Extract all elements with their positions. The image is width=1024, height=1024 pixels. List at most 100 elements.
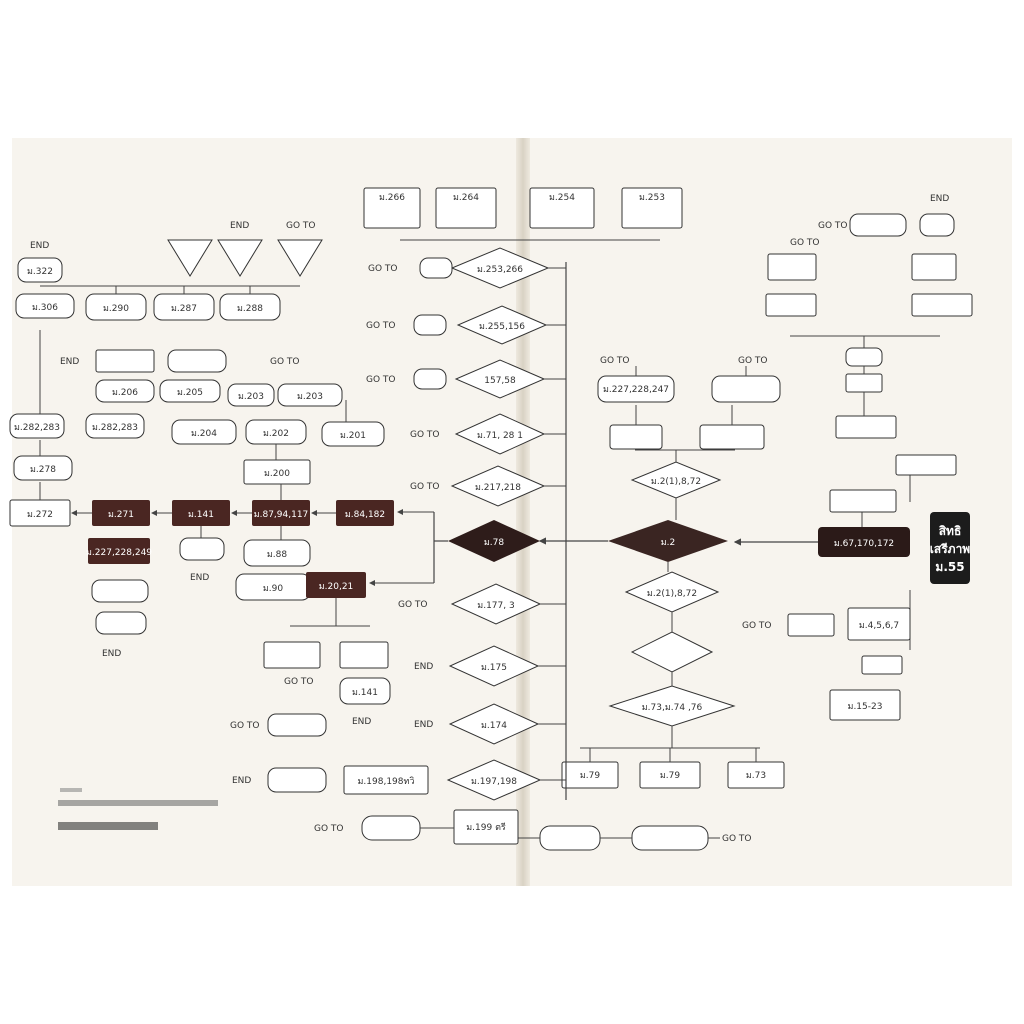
svg-text:GO TO: GO TO	[410, 482, 440, 492]
box-r-u	[787, 613, 835, 637]
triangle-1	[167, 239, 213, 277]
box-r-o	[911, 293, 973, 317]
diamond-d6: ม.78	[448, 520, 540, 562]
svg-text:GO TO: GO TO	[722, 834, 752, 844]
svg-text:END: END	[102, 649, 121, 659]
box-l-a	[95, 349, 155, 373]
box-l17: ม.204	[171, 419, 237, 445]
box-l-d	[339, 641, 389, 669]
svg-text:ม.174: ม.174	[481, 721, 507, 731]
svg-text:END: END	[352, 717, 371, 727]
svg-text:ม.198,198ทวิ: ม.198,198ทวิ	[358, 776, 415, 787]
svg-text:ม.15-23: ม.15-23	[848, 702, 883, 712]
box-l21: ม.90	[235, 573, 311, 601]
diamond-d4: ม.71, 28 1	[454, 413, 546, 455]
main-box-r1: ม.67,170,172	[818, 527, 910, 557]
svg-text:GO TO: GO TO	[738, 356, 768, 366]
dark-box-l22: ม.20,21	[306, 572, 366, 598]
diamond-d3: 157,58	[454, 359, 546, 399]
box-r-j	[829, 489, 897, 513]
diamond-d1: ม.253,266	[450, 247, 550, 289]
svg-text:GO TO: GO TO	[600, 356, 630, 366]
svg-text:GO TO: GO TO	[410, 430, 440, 440]
svg-text:ม.203: ม.203	[238, 392, 264, 402]
box-l6b	[85, 413, 145, 439]
diamond-r2: ม.2	[608, 520, 728, 562]
svg-text:ม.271: ม.271	[108, 510, 134, 520]
svg-text:GO TO: GO TO	[286, 221, 316, 231]
svg-text:GO TO: GO TO	[270, 357, 300, 367]
caption-line-3	[60, 788, 82, 792]
dark-box-l11: ม.87,94,117	[252, 500, 310, 526]
svg-text:ม.217,218: ม.217,218	[475, 483, 521, 493]
top-box-2	[435, 187, 497, 229]
svg-text:ม.227,228,249: ม.227,228,249	[86, 548, 152, 558]
box-r-l	[845, 373, 883, 393]
diamond-r3: ม.2(1),8,72	[630, 461, 722, 499]
box-l18: ม.205	[159, 379, 221, 403]
box-l16: ม.203	[227, 383, 275, 407]
svg-text:ม.264: ม.264	[453, 193, 479, 203]
svg-text:END: END	[230, 221, 249, 231]
svg-text:END: END	[30, 241, 49, 251]
top-box-4	[621, 187, 683, 229]
dark-box-l12: ม.84,182	[336, 500, 394, 526]
svg-text:END: END	[232, 776, 251, 786]
svg-text:GO TO: GO TO	[284, 677, 314, 687]
box-r-n	[765, 293, 817, 317]
svg-text:ม.288: ม.288	[237, 304, 263, 314]
dark-box-l10: ม.141	[172, 500, 230, 526]
svg-text:ม.141: ม.141	[352, 688, 378, 698]
box-r-m	[845, 347, 883, 367]
box-r-r	[849, 213, 907, 237]
top-box-3	[529, 187, 595, 229]
box-r-t	[861, 655, 903, 675]
svg-text:ม.177, 3: ม.177, 3	[477, 601, 514, 611]
box-l-i	[267, 713, 327, 737]
svg-text:ม.20,21: ม.20,21	[319, 582, 354, 592]
svg-text:END: END	[414, 720, 433, 730]
svg-text:ม.206: ม.206	[112, 388, 138, 398]
svg-text:ม.90: ม.90	[263, 584, 284, 594]
svg-text:ม.254: ม.254	[549, 193, 575, 203]
svg-text:ม.73,ม.74 ,76: ม.73,ม.74 ,76	[642, 703, 703, 713]
svg-text:ม.87,94,117: ม.87,94,117	[254, 510, 309, 520]
dark-box-l9: ม.271	[92, 500, 150, 526]
svg-text:ม.322: ม.322	[27, 267, 53, 277]
box-l14: ม.202	[245, 419, 307, 445]
svg-text:GO TO: GO TO	[818, 221, 848, 231]
svg-text:END: END	[190, 573, 209, 583]
svg-text:GO TO: GO TO	[230, 721, 260, 731]
box-r-q	[911, 253, 957, 281]
svg-text:GO TO: GO TO	[790, 238, 820, 248]
box-l3: ม.287	[153, 293, 215, 321]
box-r-a	[609, 424, 663, 450]
svg-text:ม.73: ม.73	[746, 771, 766, 781]
caption-line-1	[58, 800, 218, 806]
svg-text:ม.199 ตรี: ม.199 ตรี	[466, 822, 506, 833]
svg-text:GO TO: GO TO	[398, 600, 428, 610]
box-r-d	[711, 375, 781, 403]
svg-text:END: END	[414, 662, 433, 672]
svg-text:ม.141: ม.141	[188, 510, 214, 520]
box-r-k	[835, 415, 897, 439]
box-l25: ม.198,198ทวิ	[343, 765, 429, 795]
svg-text:GO TO: GO TO	[742, 621, 772, 631]
svg-text:ม.204: ม.204	[191, 429, 217, 439]
svg-text:ม.55: ม.55	[935, 560, 964, 574]
svg-text:ม.202: ม.202	[263, 429, 289, 439]
svg-text:ม.278: ม.278	[30, 465, 56, 475]
svg-text:ม.282,283: ม.282,283	[92, 423, 138, 433]
diamond-d9: ม.174	[448, 703, 540, 745]
svg-text:ม.290: ม.290	[103, 304, 129, 314]
svg-text:ม.306: ม.306	[32, 303, 58, 313]
svg-text:ม.79: ม.79	[660, 771, 681, 781]
svg-text:GO TO: GO TO	[314, 824, 344, 834]
box-r-g	[539, 825, 601, 851]
svg-text:ม.4,5,6,7: ม.4,5,6,7	[859, 621, 899, 631]
svg-text:ม.227,228,247: ม.227,228,247	[603, 385, 669, 395]
svg-text:ม.203: ม.203	[297, 392, 323, 402]
top-box-1	[363, 187, 421, 229]
box-l2: ม.290	[85, 293, 147, 321]
